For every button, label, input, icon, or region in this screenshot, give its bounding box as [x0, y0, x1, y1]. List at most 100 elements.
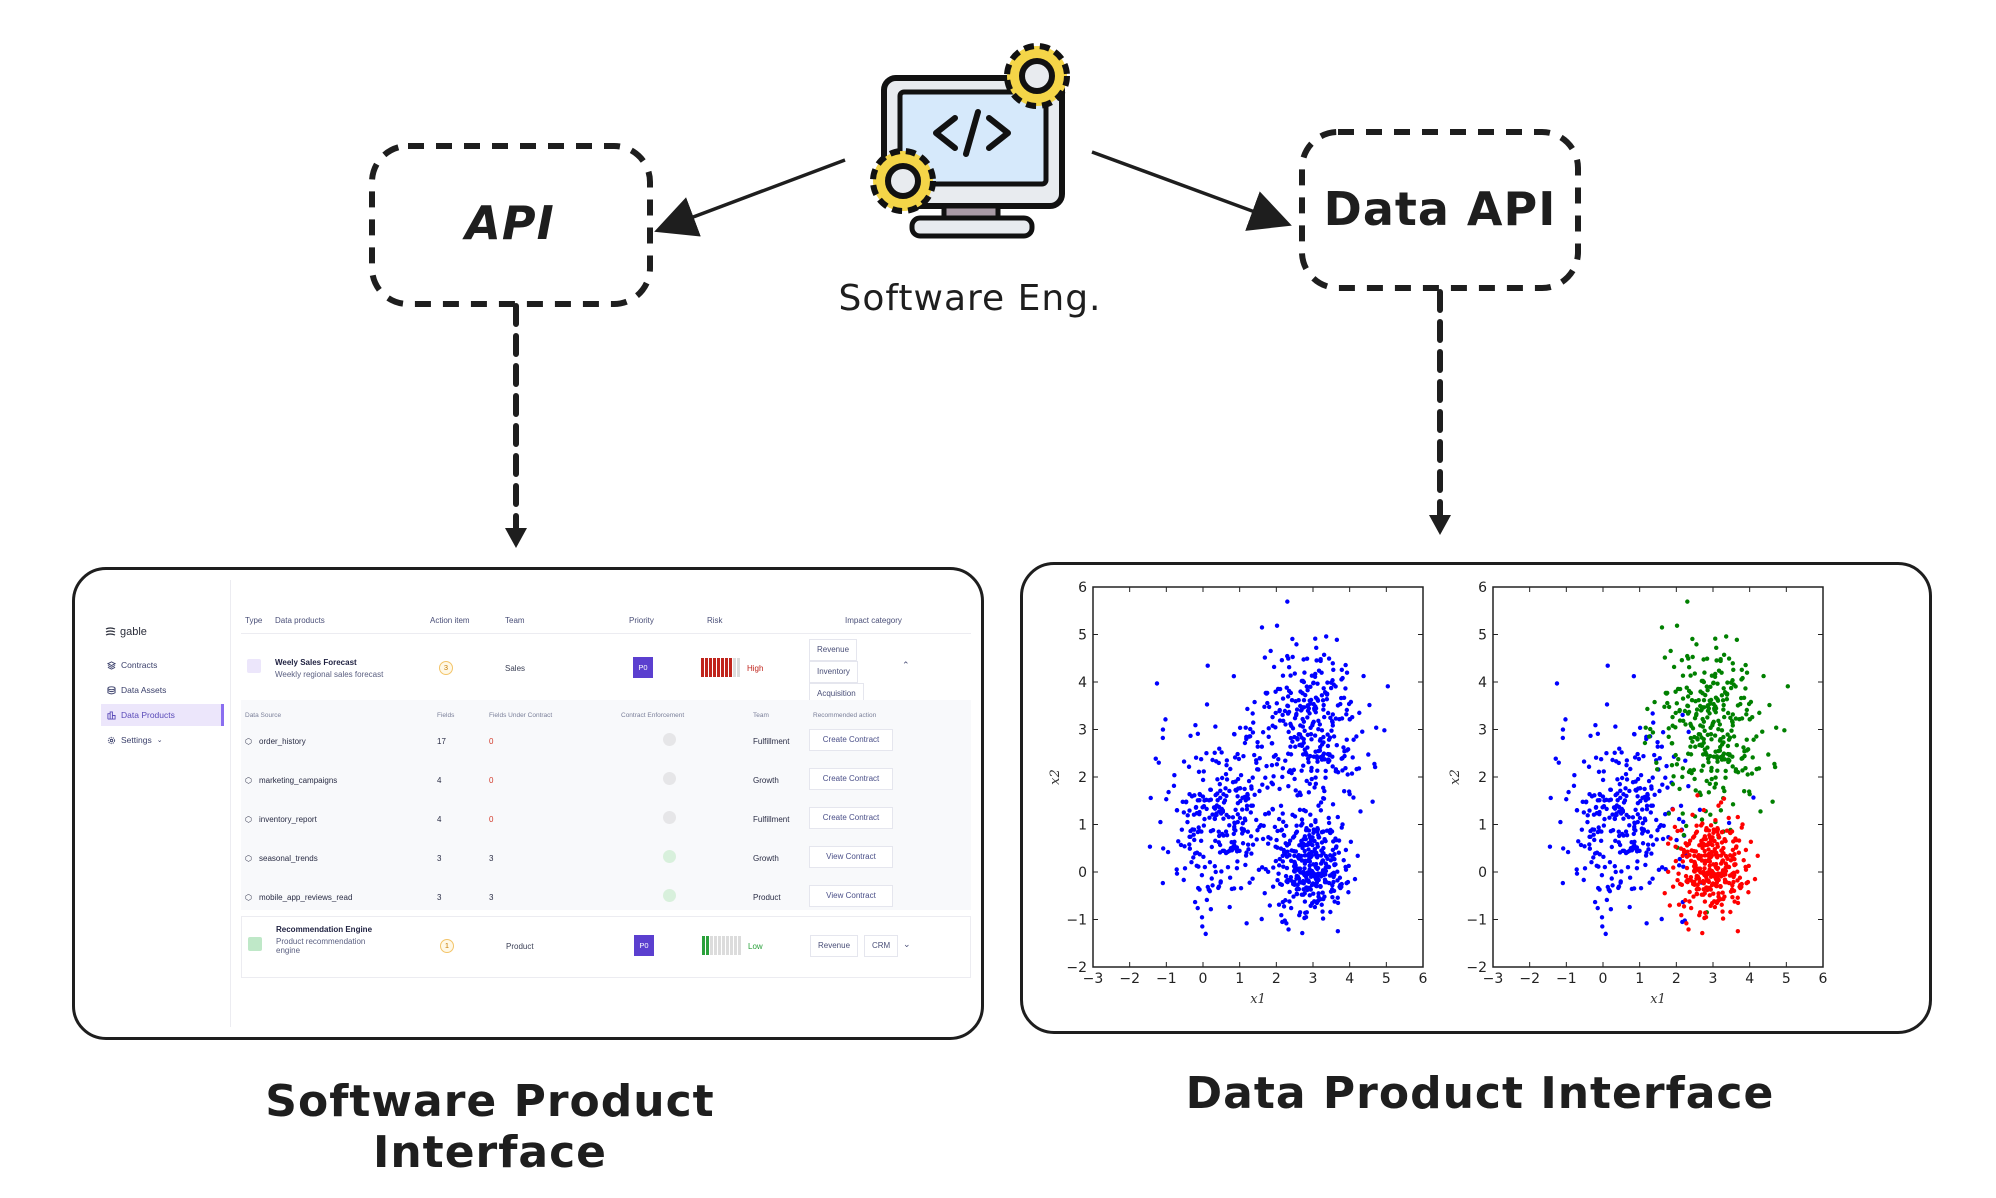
- header-impact-category: Impact category: [845, 616, 902, 625]
- svg-text:4: 4: [1745, 971, 1754, 987]
- create-contract-button[interactable]: Create Contract: [809, 768, 893, 790]
- data-api-box: [1299, 129, 1581, 291]
- sidebar-item-label: Settings: [121, 735, 152, 745]
- sidebar-item-data-assets[interactable]: Data Assets: [101, 679, 224, 701]
- team: Product: [506, 942, 534, 951]
- source-row: ⬡ marketing_campaigns 4 0 Growth Create …: [241, 763, 971, 802]
- source-name: order_history: [259, 737, 306, 746]
- chevron-up-icon[interactable]: ⌃: [902, 660, 910, 670]
- svg-text:1: 1: [1478, 818, 1487, 834]
- svg-text:3: 3: [1709, 971, 1718, 987]
- gear-icon: [107, 736, 116, 744]
- svg-text:−1: −1: [1466, 913, 1487, 929]
- product-row-weekly-sales-forecast[interactable]: Weely Sales Forecast Weekly regional sal…: [241, 634, 971, 705]
- svg-text:6: 6: [1078, 580, 1087, 596]
- impact-chip: Revenue: [809, 639, 858, 661]
- software-product-frame: gable Contracts Data Assets Data Product…: [72, 567, 984, 1040]
- svg-text:3: 3: [1078, 723, 1087, 739]
- sidebar-item-contracts[interactable]: Contracts: [101, 654, 224, 676]
- source-name: inventory_report: [259, 815, 317, 824]
- risk-meter: [701, 658, 740, 677]
- source-name: marketing_campaigns: [259, 776, 338, 785]
- risk-meter: [702, 936, 741, 955]
- svg-text:0: 0: [1199, 971, 1208, 987]
- svg-text:2: 2: [1272, 971, 1281, 987]
- cube-icon: ⬡: [245, 854, 252, 863]
- create-contract-button[interactable]: Create Contract: [809, 729, 893, 751]
- arrow-to-api: [654, 158, 846, 237]
- header-team: Team: [753, 712, 769, 719]
- header-data-source: Data Source: [245, 712, 282, 719]
- shield-check-icon: [663, 850, 676, 863]
- view-contract-button[interactable]: View Contract: [809, 885, 893, 907]
- not-enforced-icon: [663, 811, 676, 824]
- create-contract-button[interactable]: Create Contract: [809, 807, 893, 829]
- presentation-icon: [247, 659, 261, 673]
- sidebar-item-label: Data Products: [121, 710, 175, 720]
- data-api-label: Data API: [1323, 182, 1557, 236]
- logo-text: gable: [120, 626, 147, 638]
- svg-text:−1: −1: [1156, 971, 1177, 987]
- sidebar-item-data-products[interactable]: Data Products: [101, 704, 224, 726]
- svg-text:1: 1: [1635, 971, 1644, 987]
- product-subtitle: Weekly regional sales forecast: [275, 670, 384, 679]
- header-contract-enforcement: Contract Enforcement: [621, 712, 685, 719]
- svg-text:3: 3: [1309, 971, 1318, 987]
- header-fields: Fields: [437, 712, 455, 719]
- cube-icon: ⬡: [245, 776, 252, 785]
- not-enforced-icon: [663, 772, 676, 785]
- svg-text:4: 4: [1078, 675, 1087, 691]
- product-title: Recommendation Engine: [276, 925, 373, 934]
- svg-text:3: 3: [1478, 723, 1487, 739]
- team: Fulfillment: [753, 815, 790, 824]
- svg-text:0: 0: [1078, 865, 1087, 881]
- impact-chip: CRM: [864, 935, 899, 957]
- svg-text:6: 6: [1819, 971, 1828, 987]
- header-priority: Priority: [629, 616, 654, 625]
- action-item-badge: 1: [440, 939, 454, 953]
- data-sources-table: Data Source Fields Fields Under Contract…: [241, 700, 971, 910]
- product-subtitle: Product recommendation engine: [276, 937, 366, 955]
- product-title: Weely Sales Forecast: [275, 658, 357, 667]
- svg-text:−2: −2: [1519, 971, 1540, 987]
- layers-icon: [107, 660, 116, 670]
- svg-text:−2: −2: [1466, 960, 1487, 976]
- source-name: seasonal_trends: [259, 854, 318, 863]
- data-products-table: Type Data products Action item Team Prio…: [237, 580, 971, 1027]
- source-row: ⬡ order_history 17 0 Fulfillment Create …: [241, 724, 971, 763]
- svg-text:6: 6: [1478, 580, 1487, 596]
- sidebar-item-settings[interactable]: Settings ⌄: [101, 729, 224, 751]
- view-contract-button[interactable]: View Contract: [809, 846, 893, 868]
- fields-under-contract: 3: [489, 854, 494, 863]
- svg-text:−2: −2: [1066, 960, 1087, 976]
- chevron-down-icon: ⌄: [156, 737, 163, 744]
- fields-count: 17: [437, 737, 446, 746]
- team: Sales: [505, 664, 526, 673]
- svg-text:5: 5: [1478, 628, 1487, 644]
- svg-text:5: 5: [1782, 971, 1791, 987]
- product-row-recommendation-engine[interactable]: Recommendation Engine Product recommenda…: [241, 916, 971, 978]
- source-row: ⬡ seasonal_trends 3 3 Growth View Contra…: [241, 841, 971, 880]
- svg-text:−3: −3: [1083, 971, 1104, 987]
- cube-icon: ⬡: [245, 737, 252, 746]
- header-team: Team: [505, 616, 525, 625]
- svg-text:1: 1: [1235, 971, 1244, 987]
- risk-label: High: [747, 664, 764, 673]
- svg-text:−1: −1: [1066, 913, 1087, 929]
- fields-count: 4: [437, 815, 442, 824]
- priority-badge: P0: [633, 657, 653, 678]
- team: Fulfillment: [753, 737, 790, 746]
- priority-badge: P0: [634, 935, 654, 956]
- sidebar-item-label: Contracts: [121, 660, 158, 670]
- chart-icon: [107, 710, 116, 720]
- team: Product: [753, 893, 781, 902]
- computer-code-gears-icon: [870, 43, 1070, 239]
- svg-text:−1: −1: [1556, 971, 1577, 987]
- chevron-down-icon[interactable]: ⌄: [903, 939, 911, 949]
- header-recommended-action: Recommended action: [813, 712, 877, 719]
- svg-text:4: 4: [1478, 675, 1487, 691]
- fields-count: 3: [437, 893, 442, 902]
- svg-text:x1: x1: [1650, 992, 1666, 1007]
